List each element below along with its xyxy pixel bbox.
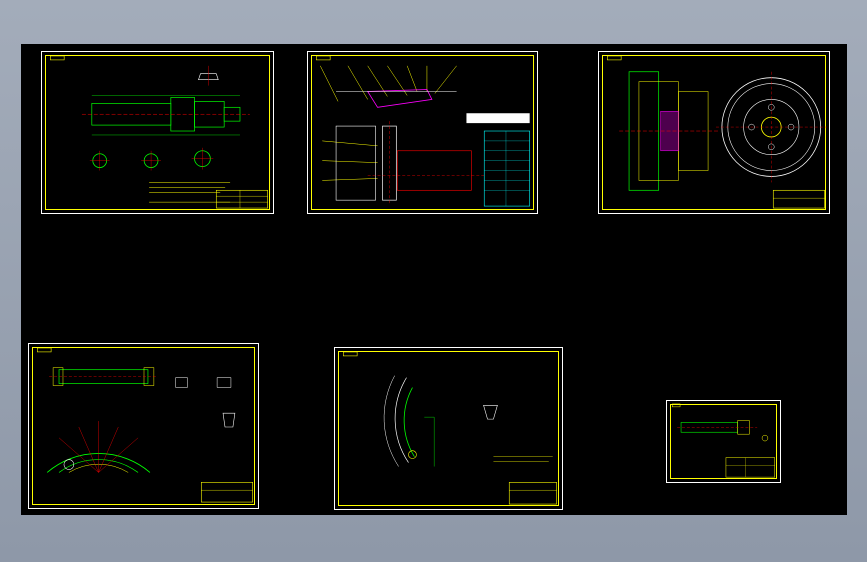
brake-shoe-icon <box>36 347 253 503</box>
sheet-drum[interactable] <box>598 51 830 214</box>
shaft-drawing-icon <box>50 55 268 209</box>
sheet-frame <box>670 404 777 479</box>
sheet-frame <box>602 55 826 210</box>
sheet-frame <box>338 351 559 506</box>
brake-drum-icon <box>607 55 827 209</box>
sheet-shaft[interactable] <box>41 51 274 214</box>
sheet-frame <box>311 55 534 210</box>
sheet-lining[interactable] <box>334 347 563 510</box>
assembly-drawing-icon <box>316 55 530 207</box>
sheet-assembly[interactable] <box>307 51 538 214</box>
sheet-shoe[interactable] <box>28 343 259 509</box>
drawing-canvas[interactable] <box>21 44 847 515</box>
sheet-frame <box>45 55 270 210</box>
brake-lining-icon <box>343 351 557 505</box>
sheet-frame <box>32 347 255 505</box>
sheet-pin[interactable] <box>666 400 781 483</box>
pin-drawing-icon <box>672 403 775 478</box>
